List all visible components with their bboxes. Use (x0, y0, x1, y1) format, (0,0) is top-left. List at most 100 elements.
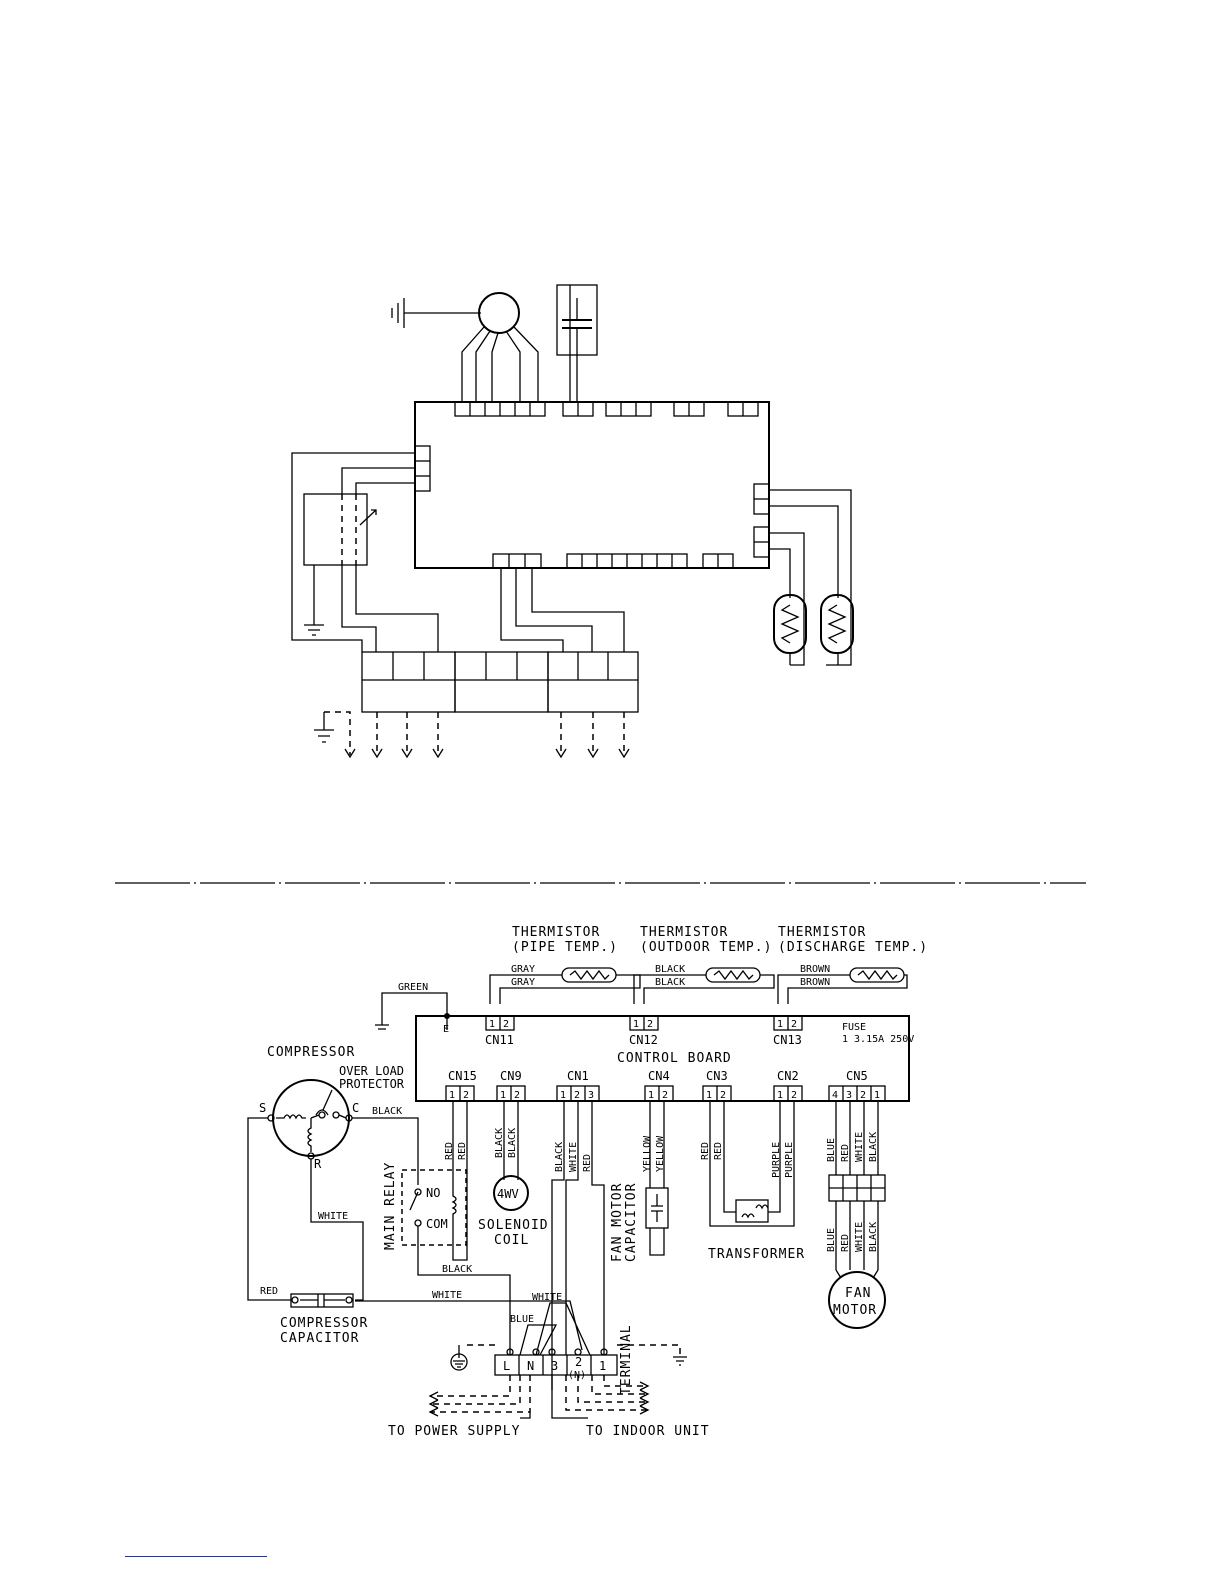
compressor-icon (272, 1079, 350, 1157)
connector-cn4: CN4 (648, 1069, 670, 1083)
capacitor-icon (556, 284, 598, 402)
compressor-label: COMPRESSOR (267, 1045, 355, 1060)
fan-motor-label-2: MOTOR (833, 1303, 877, 1318)
svg-text:COM: COM (426, 1217, 448, 1231)
thermistor-pipe-subtitle: (PIPE TEMP.) (512, 940, 618, 955)
fan-motor-label-1: FAN (845, 1286, 871, 1301)
svg-text:3: 3 (551, 1359, 558, 1373)
svg-text:1: 1 (777, 1090, 783, 1101)
connector-cn15: CN15 (448, 1069, 477, 1083)
thermistor-discharge-subtitle: (DISCHARGE TEMP.) (778, 940, 928, 955)
fan-motor-icon (478, 292, 520, 334)
svg-text:YELLOW: YELLOW (642, 1135, 653, 1172)
fan-motor-capacitor-icon (645, 1187, 669, 1229)
svg-text:PURPLE: PURPLE (784, 1142, 795, 1178)
svg-text:2: 2 (662, 1090, 668, 1101)
solenoid-label-1: SOLENOID (478, 1218, 549, 1233)
connector-cn13: CN13 (773, 1033, 802, 1047)
green-wire-label: GREEN (398, 982, 428, 993)
svg-text:YELLOW: YELLOW (655, 1135, 666, 1172)
svg-text:RED: RED (700, 1142, 711, 1160)
svg-text:BROWN: BROWN (800, 977, 830, 988)
svg-text:RED: RED (457, 1142, 468, 1160)
svg-text:R: R (314, 1157, 322, 1171)
connector-cn2: CN2 (777, 1069, 799, 1083)
svg-text:4WV: 4WV (497, 1187, 519, 1201)
svg-text:BLACK: BLACK (372, 1106, 402, 1117)
wiring-diagram: THERMISTOR (PIPE TEMP.) THERMISTOR (OUTD… (247, 925, 928, 1439)
fan-cap-label-2: CAPACITOR (624, 1183, 639, 1262)
pcb-box (414, 401, 770, 569)
svg-text:RED: RED (582, 1154, 593, 1172)
svg-text:RED: RED (260, 1286, 278, 1297)
svg-text:BLACK: BLACK (868, 1132, 879, 1162)
connector-cn11: CN11 (485, 1033, 514, 1047)
control-board-label: CONTROL BOARD (617, 1051, 732, 1066)
fuse-rating: 1 3.15A 250V (842, 1034, 914, 1045)
svg-text:1: 1 (874, 1090, 880, 1101)
overload-label-2: PROTECTOR (339, 1077, 405, 1091)
thermistor-outdoor-subtitle: (OUTDOOR TEMP.) (640, 940, 772, 955)
svg-text:BLUE: BLUE (826, 1228, 837, 1252)
svg-text:2: 2 (574, 1090, 580, 1101)
svg-text:RED: RED (713, 1142, 724, 1160)
solenoid-label-2: COIL (494, 1233, 529, 1248)
thermistor-discharge-title: THERMISTOR (778, 925, 866, 940)
thermistor-discharge-icon (849, 967, 905, 983)
svg-text:BLACK: BLACK (442, 1264, 472, 1275)
svg-text:1: 1 (706, 1090, 712, 1101)
fan-motor-icon-lower (828, 1271, 886, 1329)
svg-text:C: C (352, 1101, 359, 1115)
connector-cn9: CN9 (500, 1069, 522, 1083)
svg-text:3: 3 (846, 1090, 852, 1101)
svg-text:BLACK: BLACK (868, 1222, 879, 1252)
svg-text:RED: RED (840, 1144, 851, 1162)
svg-text:PURPLE: PURPLE (771, 1142, 782, 1178)
terminal-block (494, 1354, 618, 1376)
main-relay-icon (401, 1169, 467, 1246)
svg-text:BLUE: BLUE (510, 1314, 534, 1325)
svg-text:1: 1 (777, 1019, 783, 1030)
svg-text:2: 2 (860, 1090, 866, 1101)
svg-text:S: S (259, 1101, 266, 1115)
ground-icon (391, 298, 481, 328)
svg-text:1: 1 (449, 1090, 455, 1101)
svg-text:1: 1 (633, 1019, 639, 1030)
svg-text:WHITE: WHITE (854, 1222, 865, 1252)
svg-text:RED: RED (840, 1234, 851, 1252)
connector-cn5: CN5 (846, 1069, 868, 1083)
thermistor-outdoor-title: THERMISTOR (640, 925, 728, 940)
svg-text:2: 2 (791, 1019, 797, 1030)
transformer-icon (735, 1199, 769, 1223)
svg-text:2: 2 (503, 1019, 509, 1030)
comp-cap-label-1: COMPRESSOR (280, 1316, 368, 1331)
svg-text:1: 1 (560, 1090, 566, 1101)
comp-cap-label-2: CAPACITOR (280, 1331, 359, 1346)
connector-cn3: CN3 (706, 1069, 728, 1083)
thermistor-outdoor-icon (705, 967, 761, 983)
svg-text:1: 1 (599, 1359, 606, 1373)
svg-text:NO: NO (426, 1186, 440, 1200)
svg-text:BLACK: BLACK (494, 1128, 505, 1158)
svg-text:RED: RED (444, 1142, 455, 1160)
svg-text:BROWN: BROWN (800, 964, 830, 975)
svg-text:WHITE: WHITE (568, 1142, 579, 1172)
to-power-supply-label: TO POWER SUPPLY (388, 1424, 520, 1439)
svg-text:2: 2 (647, 1019, 653, 1030)
svg-text:4: 4 (832, 1090, 838, 1101)
fan-cap-label-1: FAN MOTOR (610, 1183, 625, 1262)
main-relay-label: MAIN RELAY (383, 1162, 398, 1250)
thermistor-pipe-title: THERMISTOR (512, 925, 600, 940)
svg-text:3: 3 (588, 1090, 594, 1101)
svg-text:1: 1 (648, 1090, 654, 1101)
svg-text:2: 2 (791, 1090, 797, 1101)
terminal-label: TERMINAL (619, 1324, 634, 1395)
upper-schematic (291, 284, 854, 758)
overload-label-1: OVER LOAD (339, 1064, 404, 1078)
earth-mark: E (443, 1024, 449, 1035)
footer-underline (125, 1556, 267, 1557)
svg-text:1: 1 (500, 1090, 506, 1101)
svg-text:2: 2 (575, 1355, 582, 1369)
svg-text:BLUE: BLUE (826, 1138, 837, 1162)
